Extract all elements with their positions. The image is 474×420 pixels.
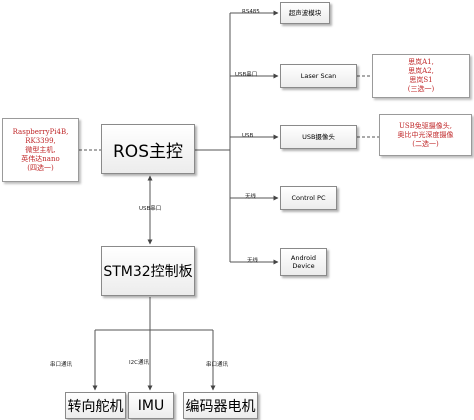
edge-label-usb-serial-stm32: USB串口 — [139, 206, 162, 212]
edge-label-usb-serial-laser: USB串口 — [235, 72, 258, 78]
laser-scan-label: Laser Scan — [300, 72, 337, 80]
edge-label-rs485: RS485 — [242, 9, 260, 15]
usb-camera-box: USB摄像头 — [280, 125, 357, 149]
android-device-label: Android Device — [290, 254, 317, 270]
edge-label-wireless-android: 无线 — [247, 258, 259, 264]
servo-box: 转向舵机 — [65, 392, 126, 419]
camera-options-text: USB免驱摄像头, 奥比中光深度摄像 (二选一) — [397, 121, 454, 148]
usb-camera-label: USB摄像头 — [302, 133, 335, 141]
edge-label-wireless-pc: 无线 — [245, 194, 257, 200]
ultrasonic-module-label: 超声波模块 — [288, 9, 322, 17]
servo-label: 转向舵机 — [67, 398, 124, 415]
host-options-note: RaspberryPi4B, RK3399, 微型主机, 英伟达nano (四选… — [2, 118, 79, 182]
laser-scan-box: Laser Scan — [280, 64, 357, 88]
encoder-motor-label: 编码器电机 — [185, 398, 256, 415]
stm32-board-label: STM32控制板 — [103, 264, 193, 280]
edge-label-usb: USB — [242, 133, 254, 139]
camera-options-note: USB免驱摄像头, 奥比中光深度摄像 (二选一) — [379, 114, 472, 156]
edge-label-i2c: I2C通讯 — [129, 360, 149, 366]
host-options-text: RaspberryPi4B, RK3399, 微型主机, 英伟达nano (四选… — [12, 127, 69, 172]
stm32-board-box: STM32控制板 — [101, 246, 195, 296]
edge-label-serial-servo: 串口通讯 — [50, 362, 73, 368]
imu-box: IMU — [128, 392, 174, 419]
ros-host-box: ROS主控 — [101, 124, 195, 174]
control-pc-label: Control PC — [291, 194, 326, 202]
encoder-motor-box: 编码器电机 — [183, 392, 258, 419]
lidar-options-note: 思岚A1, 思岚A2, 思岚S1 (三选一) — [372, 54, 470, 98]
imu-label: IMU — [137, 397, 165, 414]
ros-host-label: ROS主控 — [113, 141, 183, 162]
lidar-options-text: 思岚A1, 思岚A2, 思岚S1 (三选一) — [407, 58, 435, 93]
edge-label-serial-encoder: 串口通讯 — [206, 362, 229, 368]
ultrasonic-module-box: 超声波模块 — [280, 2, 330, 24]
android-device-box: Android Device — [280, 248, 327, 276]
control-pc-box: Control PC — [280, 186, 337, 210]
